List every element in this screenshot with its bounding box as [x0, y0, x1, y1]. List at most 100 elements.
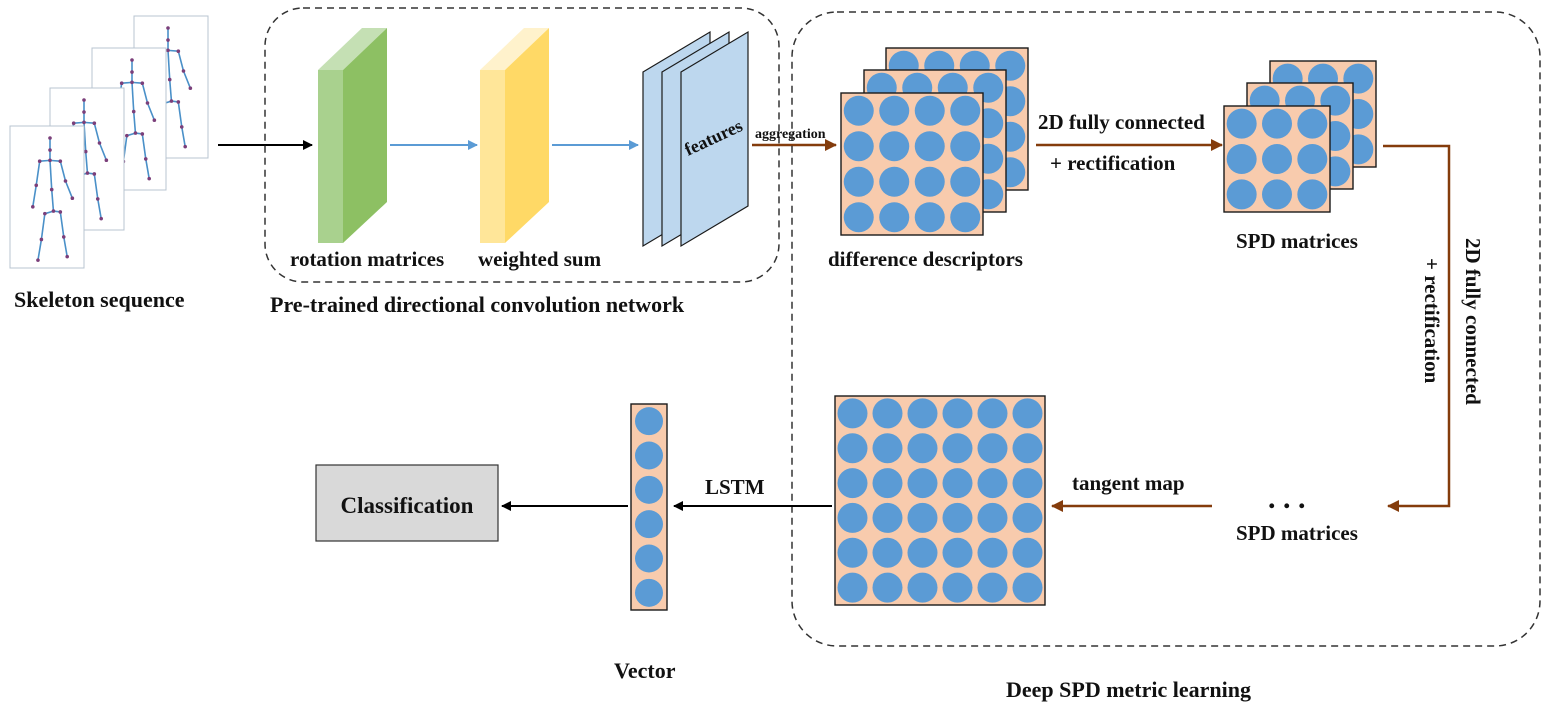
ellipsis: . . . [1268, 482, 1306, 515]
tangent-map-label: tangent map [1072, 471, 1185, 495]
matrix-cell-circle [942, 398, 973, 429]
matrix-cell-circle [1297, 179, 1328, 210]
matrix-cell-circle [1262, 179, 1292, 210]
matrix-cell-circle [950, 95, 981, 126]
matrix-cell-circle [907, 433, 938, 464]
matrix-cell-circle [1262, 144, 1292, 174]
matrix-cell-circle [977, 398, 1008, 429]
matrix-cell-circle [1262, 108, 1292, 139]
fc-vertical-label-line2: + rectification [1420, 258, 1444, 384]
matrix-cell-circle [907, 572, 938, 603]
matrix-cell-circle [635, 407, 663, 436]
pretrained-network-box [264, 7, 780, 283]
matrix-cell-circle [837, 502, 868, 533]
matrix-cell-circle [907, 468, 938, 499]
matrix-cell-circle [872, 398, 903, 429]
matrix-cell-circle [837, 537, 868, 568]
classification-label: Classification [341, 493, 474, 518]
matrix-cell-circle [843, 202, 874, 233]
matrix-cell-circle [914, 202, 945, 233]
difference-descriptor-matrix-front [840, 92, 984, 236]
weighted-sum-block [480, 28, 549, 243]
matrix-cell-circle [843, 95, 874, 126]
tangent-matrix-grid [834, 395, 1046, 606]
matrix-cell-circle [942, 433, 973, 464]
matrix-cell-circle [837, 398, 868, 429]
rotation-matrices-block [318, 28, 387, 243]
matrix-cell-circle [635, 544, 663, 573]
matrix-cell-circle [837, 572, 868, 603]
arrow-fc-vertical [1383, 144, 1451, 512]
matrix-cell-circle [879, 166, 910, 197]
matrix-cell-circle [1012, 537, 1043, 568]
matrix-cell-circle [1012, 398, 1043, 429]
matrix-cell-circle [843, 166, 874, 197]
fc-label-line2: + rectification [1050, 151, 1176, 175]
fc-label-line1: 2D fully connected [1038, 110, 1205, 134]
matrix-cell-circle [1012, 468, 1043, 499]
aggregation-label: aggregation [755, 127, 826, 142]
deep-spd-box [791, 11, 1541, 647]
matrix-cell-circle [914, 166, 945, 197]
matrix-cell-circle [950, 202, 981, 233]
matrix-cell-circle [942, 572, 973, 603]
matrix-cell-circle [950, 131, 981, 162]
matrix-cell-circle [843, 131, 874, 162]
matrix-cell-circle [1012, 572, 1043, 603]
lstm-label: LSTM [705, 475, 765, 499]
vector-grid [630, 403, 668, 611]
matrix-cell-circle [907, 537, 938, 568]
matrix-cell-circle [1297, 144, 1328, 174]
deep-spd-title: Deep SPD metric learning [1006, 677, 1251, 702]
matrix-cell-circle [635, 578, 663, 607]
matrix-cell-circle [635, 475, 663, 504]
matrix-cell-circle [879, 95, 910, 126]
matrix-cell-circle [914, 95, 945, 126]
spd-matrices-bottom-label: SPD matrices [1236, 521, 1358, 545]
matrix-cell-circle [872, 468, 903, 499]
matrix-cell-circle [907, 502, 938, 533]
rotation-matrices-label: rotation matrices [290, 247, 444, 271]
matrix-cell-circle [977, 572, 1008, 603]
spd-matrices-top-label: SPD matrices [1236, 229, 1358, 253]
difference-descriptors-label: difference descriptors [828, 247, 1023, 271]
matrix-cell-circle [879, 202, 910, 233]
vector-column [630, 403, 668, 611]
matrix-cell-circle [872, 537, 903, 568]
weighted-sum-label: weighted sum [478, 247, 602, 271]
matrix-cell-circle [977, 537, 1008, 568]
matrix-cell-circle [1012, 502, 1043, 533]
matrix-cell-circle [635, 441, 663, 470]
spd-matrices-stack [1223, 60, 1377, 213]
matrix-cell-circle [879, 131, 910, 162]
skeleton-figure [31, 136, 75, 262]
fc-vertical-label-line1: 2D fully connected [1461, 238, 1485, 405]
matrix-cell-circle [1297, 108, 1328, 139]
matrix-cell-circle [942, 537, 973, 568]
classification-box [315, 464, 499, 542]
matrix-cell-circle [837, 433, 868, 464]
matrix-cell-circle [942, 502, 973, 533]
matrix-cell-circle [1226, 179, 1257, 210]
matrix-cell-circle [950, 166, 981, 197]
vector-label: Vector [614, 658, 676, 683]
matrix-cell-circle [1226, 108, 1257, 139]
matrix-cell-circle [942, 468, 973, 499]
features-stack [642, 30, 749, 248]
matrix-cell-circle [977, 433, 1008, 464]
matrix-cell-circle [977, 502, 1008, 533]
matrix-cell-circle [872, 433, 903, 464]
matrix-cell-circle [907, 398, 938, 429]
skeleton-sequence-frames [9, 15, 209, 269]
matrix-cell-circle [872, 572, 903, 603]
matrix-cell-circle [635, 510, 663, 539]
matrix-cell-circle [1012, 433, 1043, 464]
pretrained-network-title: Pre-trained directional convolution netw… [270, 292, 685, 317]
skeleton-sequence-label: Skeleton sequence [14, 287, 185, 312]
matrix-cell-circle [914, 131, 945, 162]
matrix-cell-circle [872, 502, 903, 533]
difference-descriptors-stack [840, 47, 1029, 236]
matrix-cell-circle [977, 468, 1008, 499]
spd-matrix-front [1223, 105, 1331, 213]
